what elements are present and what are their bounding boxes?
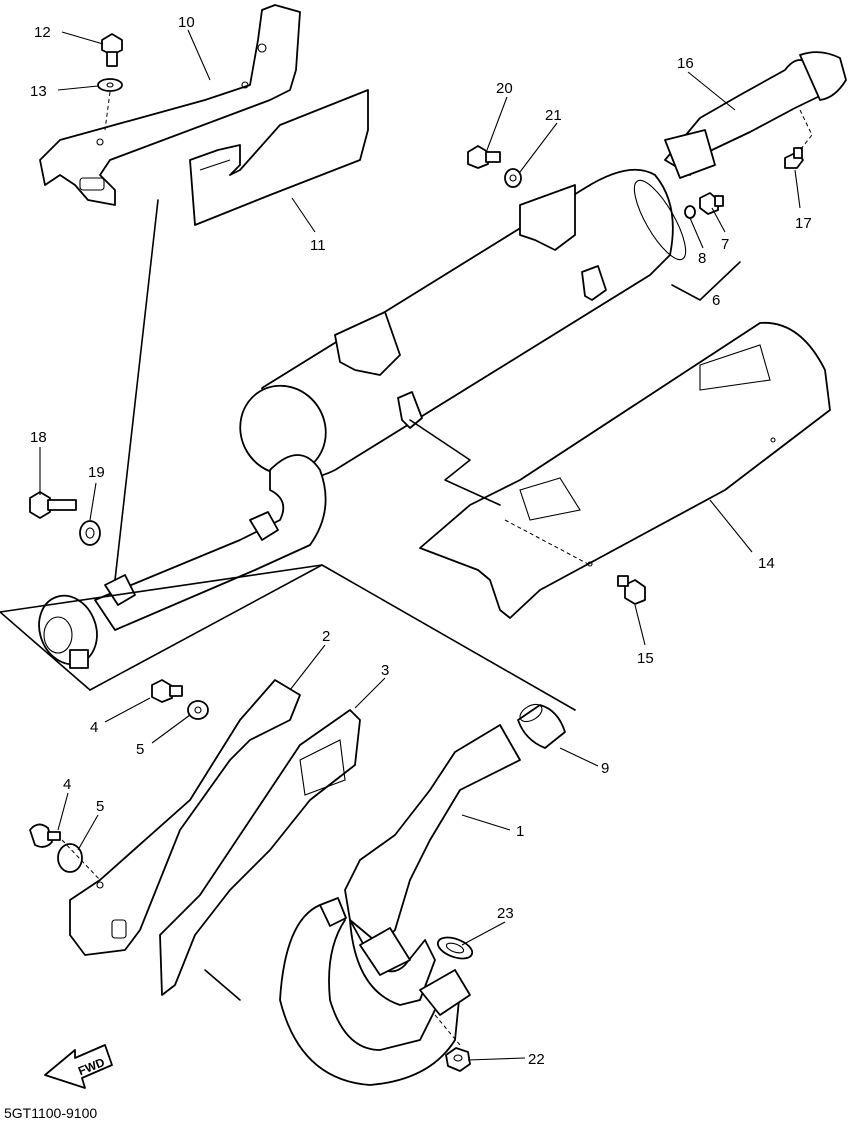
part-19-washer[interactable]: [79, 520, 101, 546]
part-4-bolt-upper[interactable]: [151, 679, 183, 703]
part-4-bolt-lower[interactable]: [29, 823, 61, 848]
part-3-heat-shield[interactable]: [159, 709, 361, 996]
callout-20: 20: [496, 80, 513, 97]
callout-9: 9: [601, 760, 609, 777]
part-5-washer-lower[interactable]: [57, 843, 83, 873]
diagram-code: 5GT1100-9100: [4, 1105, 97, 1121]
callout-11: 11: [310, 237, 326, 254]
part-5-washer-upper[interactable]: [187, 700, 209, 720]
part-21-washer[interactable]: [504, 168, 522, 188]
callout-16: 16: [677, 55, 694, 72]
fwd-arrow-icon: FWD: [44, 1044, 113, 1089]
part-8-washer[interactable]: [684, 205, 696, 219]
callout-10: 10: [178, 14, 195, 31]
leader-lines: [39, 29, 801, 1061]
part-9-gasket[interactable]: [517, 701, 566, 749]
part-23-gasket[interactable]: [435, 933, 475, 962]
part-16-tail-pipe[interactable]: [664, 51, 847, 179]
callout-5-lower: 5: [96, 798, 104, 815]
callout-23: 23: [497, 905, 514, 922]
callout-6: 6: [712, 292, 720, 309]
part-2-heat-shield[interactable]: [69, 679, 301, 956]
part-14-heat-shield[interactable]: [419, 322, 831, 619]
callout-4-lower: 4: [63, 776, 71, 793]
part-11-heat-shield[interactable]: [189, 89, 369, 226]
part-1-exhaust-pipe[interactable]: [279, 724, 521, 1086]
callout-22: 22: [528, 1051, 545, 1068]
callout-1: 1: [516, 823, 524, 840]
reference-lines: [0, 109, 813, 1046]
callout-19: 19: [88, 464, 105, 481]
part-12-bolt[interactable]: [101, 33, 123, 67]
callout-15: 15: [637, 650, 654, 667]
callout-8: 8: [698, 250, 706, 267]
part-7-bolt[interactable]: [699, 192, 724, 215]
part-22-nut[interactable]: [445, 1047, 471, 1072]
callout-3: 3: [381, 662, 389, 679]
part-17-screw[interactable]: [784, 147, 804, 169]
part-18-bolt[interactable]: [29, 491, 77, 519]
callout-14: 14: [758, 555, 775, 572]
part-13-washer[interactable]: [97, 78, 123, 92]
callout-5-upper: 5: [136, 741, 144, 758]
callout-21: 21: [545, 107, 562, 124]
part-15-bolt[interactable]: [617, 575, 646, 605]
callout-18: 18: [30, 429, 47, 446]
part-6-muffler[interactable]: [30, 168, 695, 673]
callout-17: 17: [795, 215, 812, 232]
callout-12: 12: [34, 24, 51, 41]
callout-2: 2: [322, 628, 330, 645]
callout-4-upper: 4: [90, 719, 98, 736]
callout-13: 13: [30, 83, 47, 100]
callout-labels: 12 13 10 11 20 21 16 17 7 8 6 18 19 14 1…: [30, 14, 812, 1068]
part-10-bracket[interactable]: [39, 4, 301, 206]
part-20-bolt[interactable]: [467, 145, 501, 169]
callout-7: 7: [721, 236, 729, 253]
